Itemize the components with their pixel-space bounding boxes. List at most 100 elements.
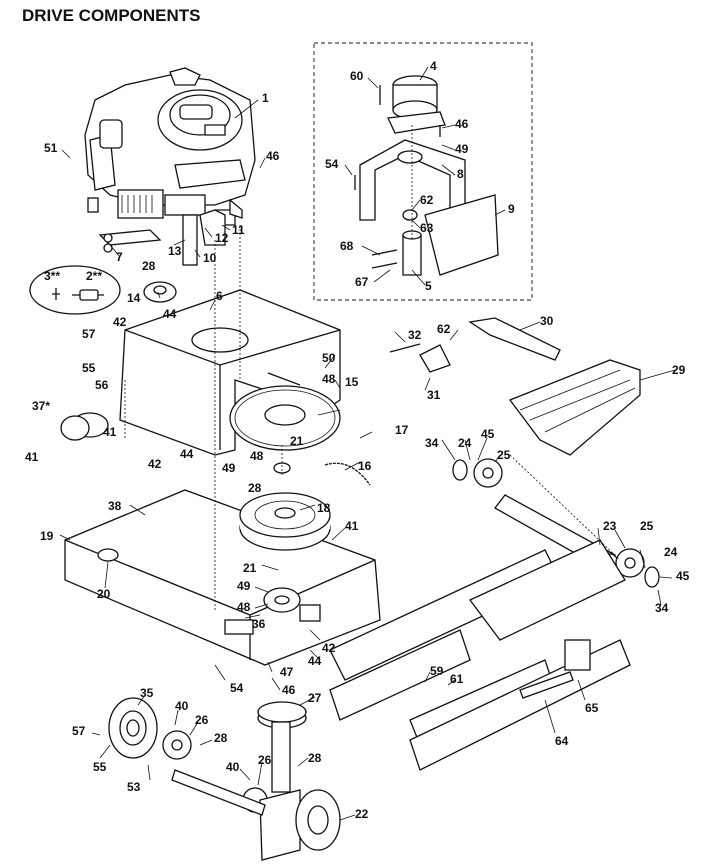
pin-32 <box>389 343 421 353</box>
motor-assembly <box>354 75 499 276</box>
callout-20: 20 <box>97 587 111 601</box>
callout-25: 25 <box>497 448 511 462</box>
callout-34: 34 <box>655 601 669 615</box>
engine-illustration <box>84 67 256 266</box>
callout-48: 48 <box>322 372 336 386</box>
callout-21: 21 <box>290 434 304 448</box>
callout-4: 4 <box>430 59 437 73</box>
callout-41: 41 <box>345 519 359 533</box>
chain-link-31 <box>419 344 451 373</box>
callout-3: 3** <box>44 269 60 283</box>
callout-28: 28 <box>214 731 228 745</box>
assembly-centerlines <box>124 225 621 610</box>
gearbox <box>171 721 341 861</box>
callout-36: 36 <box>252 617 266 631</box>
callout-45: 45 <box>676 569 690 583</box>
callout-45: 45 <box>481 427 495 441</box>
roller-chain <box>508 359 641 456</box>
callout-56: 56 <box>95 378 109 392</box>
callout-59: 59 <box>430 664 444 678</box>
callout-34: 34 <box>425 436 439 450</box>
callout-13: 13 <box>168 244 182 258</box>
callout-28: 28 <box>248 481 262 495</box>
callout-26: 26 <box>258 753 272 767</box>
callout-65: 65 <box>585 701 599 715</box>
callout-22: 22 <box>355 807 369 821</box>
callout-24: 24 <box>664 545 678 559</box>
small-gear <box>143 281 177 303</box>
callout-53: 53 <box>127 780 141 794</box>
callout-leaders <box>59 66 676 821</box>
callout-24: 24 <box>458 436 472 450</box>
callout-42: 42 <box>322 641 336 655</box>
idler-bracket <box>263 587 321 622</box>
callout-29: 29 <box>672 363 686 377</box>
callout-28: 28 <box>308 751 322 765</box>
callout-44: 44 <box>180 447 194 461</box>
callout-27: 27 <box>308 691 322 705</box>
flange-bearing <box>108 697 158 759</box>
spark-plug-detail-oval <box>29 265 121 315</box>
callout-55: 55 <box>93 760 107 774</box>
callout-9: 9 <box>508 202 515 216</box>
callout-57: 57 <box>72 724 86 738</box>
callout-51: 51 <box>44 141 58 155</box>
bearing-upper <box>273 462 291 474</box>
callout-1: 1 <box>262 91 269 105</box>
page-title: DRIVE COMPONENTS <box>22 6 201 25</box>
callout-15: 15 <box>345 375 359 389</box>
callout-48: 48 <box>237 600 251 614</box>
callout-67: 67 <box>355 275 369 289</box>
callout-49: 49 <box>237 579 251 593</box>
callout-57: 57 <box>82 327 96 341</box>
callout-63: 63 <box>420 221 434 235</box>
mount-plate <box>60 289 341 456</box>
callout-25: 25 <box>640 519 654 533</box>
callout-12: 12 <box>215 231 229 245</box>
callout-37: 37* <box>32 399 50 413</box>
callout-54: 54 <box>325 157 339 171</box>
callout-47: 47 <box>280 665 294 679</box>
callout-49: 49 <box>455 142 469 156</box>
electric-clutch <box>239 492 331 551</box>
callout-30: 30 <box>540 314 554 328</box>
callout-46: 46 <box>282 683 296 697</box>
callout-14: 14 <box>127 291 141 305</box>
base-plate <box>64 489 381 666</box>
chain-link-30 <box>468 317 561 361</box>
motor-assembly-boundary <box>313 42 533 301</box>
callout-46: 46 <box>455 117 469 131</box>
callout-50: 50 <box>322 351 336 365</box>
callout-6: 6 <box>216 289 223 303</box>
callout-7: 7 <box>116 250 123 264</box>
callout-49: 49 <box>222 461 236 475</box>
callout-11: 11 <box>232 223 245 237</box>
callout-42: 42 <box>148 457 162 471</box>
callout-17: 17 <box>395 423 409 437</box>
callout-61: 61 <box>450 672 464 686</box>
callout-55: 55 <box>82 361 96 375</box>
callout-18: 18 <box>317 501 331 515</box>
callout-62: 62 <box>437 322 451 336</box>
callout-10: 10 <box>203 251 217 265</box>
callout-40: 40 <box>175 699 189 713</box>
short-chain <box>324 462 371 486</box>
callout-31: 31 <box>427 388 441 402</box>
callout-64: 64 <box>555 734 569 748</box>
callout-62: 62 <box>420 193 434 207</box>
callout-35: 35 <box>140 686 154 700</box>
callout-46: 46 <box>266 149 280 163</box>
frame-channels <box>329 539 631 771</box>
callout-2: 2** <box>86 269 102 283</box>
callout-32: 32 <box>408 328 422 342</box>
callout-19: 19 <box>40 529 54 543</box>
callout-48: 48 <box>250 449 264 463</box>
callout-5: 5 <box>425 279 432 293</box>
callout-40: 40 <box>226 760 240 774</box>
callout-44: 44 <box>163 307 177 321</box>
callout-8: 8 <box>457 167 464 181</box>
callout-41: 41 <box>25 450 39 464</box>
callout-26: 26 <box>195 713 209 727</box>
callout-68: 68 <box>340 239 354 253</box>
callout-44: 44 <box>308 654 322 668</box>
